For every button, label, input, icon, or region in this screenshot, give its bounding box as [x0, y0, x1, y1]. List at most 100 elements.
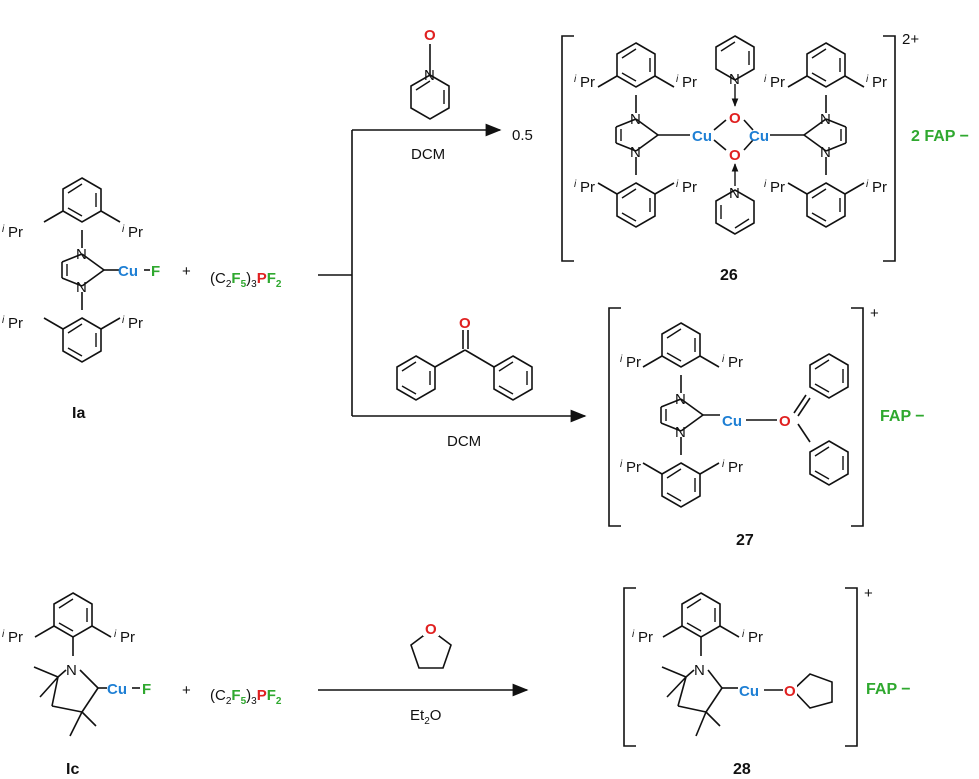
r1-c-sub: 2 — [226, 279, 232, 290]
compound-ia — [44, 178, 150, 362]
svg-text:i: i — [620, 459, 623, 470]
bracket-28 — [623, 587, 858, 747]
ia-fluorine-atom: F — [151, 263, 160, 280]
r2-open: (C — [210, 687, 226, 704]
pno-o: O — [424, 27, 436, 44]
label-27: 27 — [736, 532, 754, 549]
plus-top: + — [182, 263, 191, 280]
benzophenone — [396, 330, 533, 401]
svg-text:i: i — [764, 179, 767, 190]
reagent-bottom: (C2F5)3PF2 — [210, 687, 282, 707]
svg-text:Pr: Pr — [638, 629, 653, 646]
r1-p: P — [257, 270, 267, 287]
r1-f2-sub: 2 — [276, 279, 282, 290]
svg-text:Pr: Pr — [770, 179, 785, 196]
svg-text:Pr: Pr — [626, 459, 641, 476]
bzp-o: O — [459, 315, 471, 332]
svg-text:i: i — [742, 629, 745, 640]
dcm-top: DCM — [411, 146, 445, 163]
reagent-top: (C2F5)3PF2 — [210, 270, 282, 290]
thf-reagent — [410, 620, 452, 669]
svg-text:Pr: Pr — [8, 629, 23, 646]
svg-text:i: i — [764, 74, 767, 85]
ia-ipr-br-i: i — [122, 315, 125, 326]
c27-n1: N — [675, 391, 686, 408]
r1-open: (C — [210, 270, 226, 287]
svg-text:Pr: Pr — [770, 74, 785, 91]
c26-py-n-bottom: N — [729, 185, 740, 202]
svg-text:i: i — [676, 74, 679, 85]
ia-n-bottom: N — [76, 279, 87, 296]
ic-n: N — [66, 662, 77, 679]
c27-n2: N — [675, 424, 686, 441]
ia-ipr-tl: Pr — [8, 224, 23, 241]
counterion-27: FAP − — [880, 408, 925, 425]
bracket-27 — [608, 307, 864, 527]
c27-o: O — [779, 413, 791, 430]
c28-cu: Cu — [739, 683, 759, 700]
svg-text:Pr: Pr — [728, 354, 743, 371]
svg-text:i: i — [632, 629, 635, 640]
r1-f2: F — [267, 270, 276, 287]
coefficient-05: 0.5 — [512, 127, 533, 144]
thf-o: O — [425, 621, 437, 638]
branch-arrows — [318, 123, 587, 423]
compound-26 — [598, 35, 864, 235]
charge-26: 2+ — [902, 31, 919, 48]
charge-27: + — [870, 305, 879, 322]
svg-text:Pr: Pr — [580, 74, 595, 91]
pyridine-n-oxide — [410, 44, 450, 120]
svg-text:Pr: Pr — [682, 74, 697, 91]
svg-text:i: i — [620, 354, 623, 365]
svg-text:(C2F5)3PF2: (C2F5)3PF2 — [210, 687, 282, 707]
svg-text:Pr: Pr — [682, 179, 697, 196]
ia-ipr-tr-i: i — [122, 224, 125, 235]
counterion-26: 2 FAP − — [911, 128, 969, 145]
c28-n: N — [694, 662, 705, 679]
c26-cu-right: Cu — [749, 128, 769, 145]
svg-text:Pr: Pr — [626, 354, 641, 371]
ia-copper-atom: Cu — [118, 263, 138, 280]
counterion-28: FAP − — [866, 681, 911, 698]
r1-f: F — [231, 270, 240, 287]
ia-ipr-tr: Pr — [128, 224, 143, 241]
c26-py-n-top: N — [729, 71, 740, 88]
r1-f-sub: 5 — [241, 279, 247, 290]
bracket-26 — [561, 35, 896, 262]
ia-ipr-tl-i: i — [2, 224, 5, 235]
compound-27 — [643, 323, 849, 507]
ia-ipr-bl: Pr — [8, 315, 23, 332]
svg-text:Pr: Pr — [120, 629, 135, 646]
c26-n1: N — [630, 111, 641, 128]
ia-n-top: N — [76, 246, 87, 263]
r1-3-sub: 3 — [251, 279, 257, 290]
label-26: 26 — [720, 267, 738, 284]
c26-o-top: O — [729, 110, 741, 127]
svg-text:i: i — [574, 179, 577, 190]
c26-n2: N — [630, 144, 641, 161]
ia-ipr-br: Pr — [128, 315, 143, 332]
label-ic: Ic — [66, 761, 79, 778]
compound-ic — [33, 593, 140, 737]
ic-copper-atom: Cu — [107, 681, 127, 698]
svg-text:i: i — [676, 179, 679, 190]
svg-text:Pr: Pr — [580, 179, 595, 196]
svg-text:i: i — [574, 74, 577, 85]
svg-text:i: i — [722, 459, 725, 470]
c26-cu-left: Cu — [692, 128, 712, 145]
c26-n4: N — [820, 144, 831, 161]
svg-text:i: i — [722, 354, 725, 365]
svg-text:Pr: Pr — [728, 459, 743, 476]
plus-bottom: + — [182, 682, 191, 699]
svg-text:i: i — [866, 74, 869, 85]
svg-text:Pr: Pr — [872, 179, 887, 196]
charge-28: + — [864, 585, 873, 602]
solvent-et2o: Et2O — [410, 707, 441, 727]
c28-o: O — [784, 683, 796, 700]
ic-fluorine-atom: F — [142, 681, 151, 698]
compound-28 — [661, 593, 833, 737]
